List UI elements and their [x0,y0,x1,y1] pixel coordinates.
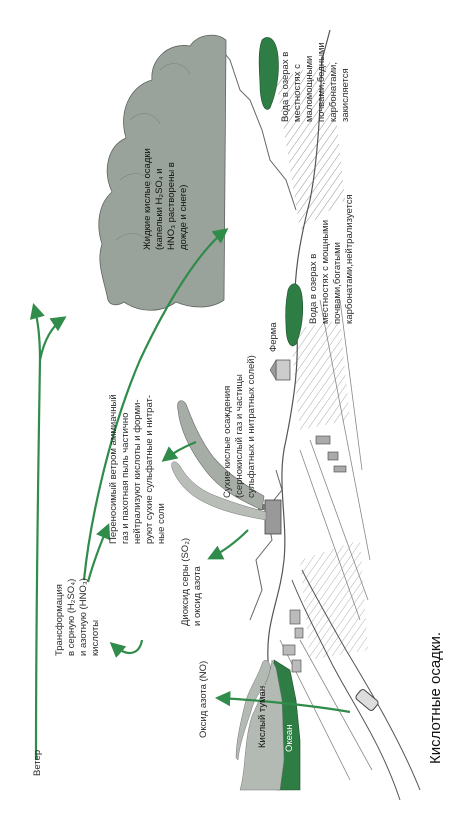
label-transformation-line: и азотную (HNO₃) [78,578,89,656]
process-arrows [29,228,351,761]
label-ammonia-line: руют сухие сульфатные и нитрат- [144,395,155,544]
label-farm: Ферма [268,322,279,352]
caption: Кислотные осадки. [427,632,444,764]
label-transformation: Трансформация в серную (H₂SO₄) и азотную… [54,575,101,656]
road [291,579,401,801]
label-lake-acid: Вода в озерах в местностях с маломощными… [280,40,351,122]
label-ammonia-line: нейтрализуют кислоты и форми- [132,399,143,544]
industrial-site [315,435,347,473]
label-wet-deposition-line: (капельки H₂SO₄ и [154,168,165,250]
label-lake-neutral-line: местностях с мощными [320,220,331,324]
smoke-plume [177,400,265,511]
label-ammonia-line: Переносимый ветром аммиачный [108,394,119,544]
road-edge [301,569,421,791]
label-nitrogen-oxide: Оксид азота (NO) [198,661,209,738]
acid-fog [235,660,271,761]
rain-cloud [98,34,227,311]
cloud-texture [115,63,191,245]
label-sulfur-dioxide-line: и оксид азота [192,566,203,626]
lake-acid [258,37,279,110]
label-lake-neutral-line: почвами,богатыми [332,242,343,324]
farm-building [269,359,291,381]
label-transformation-line: в серную (H₂SO₄) [66,579,77,656]
label-lake-acid-line: закисляется [340,68,351,122]
label-lake-neutral-line: Вода в озерах в [308,254,319,324]
label-lake-acid-line: маломощными [304,56,315,122]
label-ocean: Океан [284,725,295,752]
label-dry-deposition-line: (сернокислый газ и частицы [234,374,245,498]
label-sulfur-dioxide-line: Диоксид серы (SO₂) [180,538,191,626]
label-lake-acid-line: местностях с [292,64,303,122]
town [282,609,304,673]
hillside-hatch [276,60,345,230]
label-wet-deposition: Жидкие кислые осадки (капельки H₂SO₄ и H… [142,146,189,250]
label-transformation-line: Трансформация [54,584,65,656]
label-ammonia-line: ные соли [156,503,167,544]
field-hatch [300,540,368,660]
label-acid-fog: Кислый туман [257,686,268,748]
hillside-hatch-2 [290,320,350,430]
acid-fog-body [239,659,285,791]
mountain-ridge-top [213,39,297,211]
label-lake-neutral-line: карбонатами,нейтрализуется [344,194,355,324]
label-wet-deposition-line: Жидкие кислые осадки [142,148,153,250]
label-lake-acid-line: Вода в озерах в [280,52,291,122]
label-sulfur-dioxide: Диоксид серы (SO₂) и оксид азота [180,535,203,626]
label-ammonia-line: газ и пахотная пыль частично [120,413,131,544]
label-wind: Ветер [32,750,43,776]
label-ammonia: Переносимый ветром аммиачный газ и пахот… [108,392,167,544]
lake-neutral [285,283,304,346]
label-lake-acid-line: карбонатами, [328,62,339,122]
label-lake-neutral: Вода в озерах в местностях с мощными поч… [308,194,355,324]
car-icon [355,689,379,711]
mountain-ridge [249,469,283,621]
label-wet-deposition-line: HNO₃ растворены в [166,162,177,250]
label-transformation-line: кислоты [90,620,101,656]
field-rows [279,299,373,781]
label-dry-deposition-line: Сухие кислые осаждения [222,386,233,498]
label-dry-deposition-line: сульфатных и нитратных солей) [246,355,257,498]
label-lake-acid-line: почвами,бедными [316,42,327,122]
label-dry-deposition: Сухие кислые осаждения (сернокислый газ … [222,355,257,498]
label-wet-deposition-line: дожде и снеге) [178,185,189,250]
